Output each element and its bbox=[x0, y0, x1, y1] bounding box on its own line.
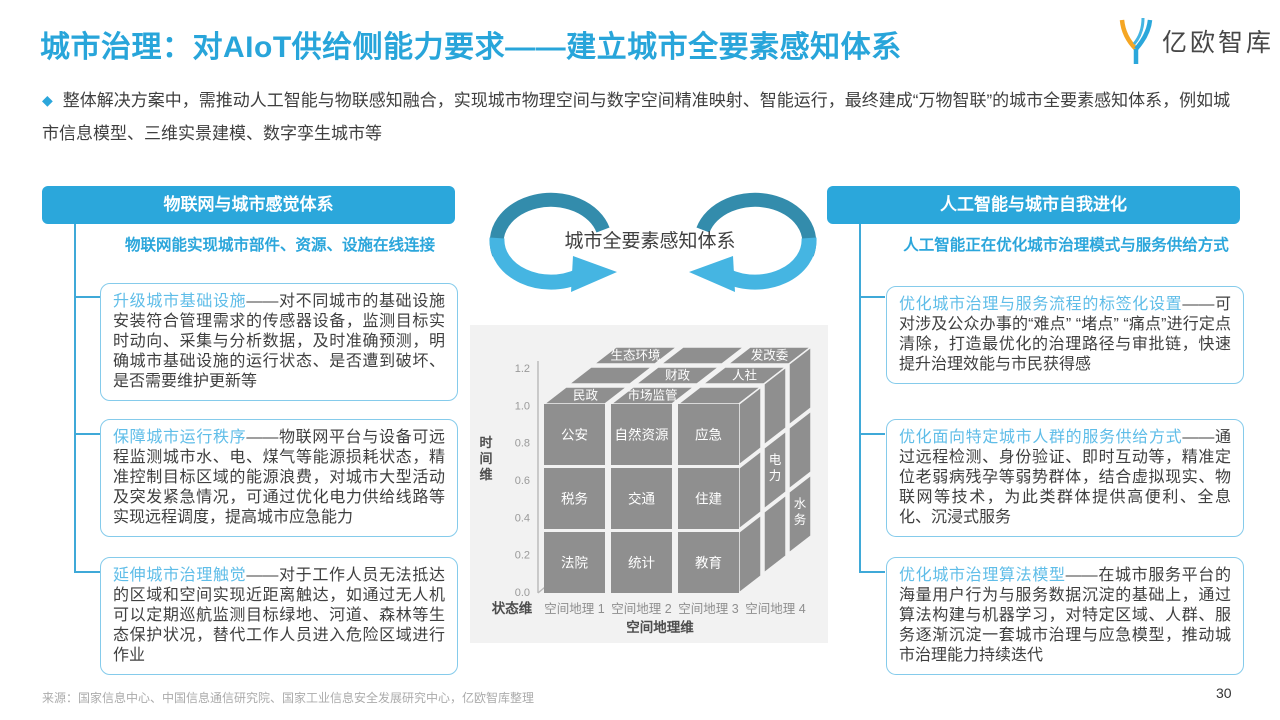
y-axis-title: 间 bbox=[479, 451, 492, 466]
box-body: ——通过远程检测、身份验证、即时互动等，精准定位老弱病残孕等弱势群体，结合虚拟现… bbox=[899, 429, 1231, 526]
logo-text: 亿欧智库 bbox=[1162, 29, 1275, 57]
cube-front-label: 法院 bbox=[561, 556, 589, 571]
right-connector-line bbox=[859, 224, 861, 573]
logo-icon bbox=[1119, 17, 1153, 64]
y-tick-label: 0.6 bbox=[515, 475, 530, 487]
x-tick-label: 空间地理 1 bbox=[544, 602, 604, 616]
left-box-1: 升级城市基础设施——对不同城市的基础设施安装符合管理需求的传感器设备，监测目标实… bbox=[100, 283, 458, 401]
diamond-bullet-icon: ◆ bbox=[42, 92, 53, 108]
right-connector-branch bbox=[859, 571, 885, 573]
cube-front-face bbox=[544, 404, 605, 465]
left-connector-branch bbox=[74, 571, 100, 573]
right-panel-header: 人工智能与城市自我进化 bbox=[827, 186, 1240, 224]
box-lead: 优化面向特定城市人群的服务供给方式 bbox=[899, 429, 1183, 446]
cube-front-label: 公安 bbox=[561, 428, 588, 443]
right-box-1: 优化城市治理与服务流程的标签化设置——可对涉及公众办事的“难点” “堵点” “痛… bbox=[886, 286, 1244, 384]
y-tick-label: 1.2 bbox=[515, 363, 530, 375]
cube-side-face bbox=[763, 493, 787, 575]
cube-front-label: 住建 bbox=[695, 492, 722, 507]
cube-front-face bbox=[678, 404, 739, 465]
left-panel-subheader: 物联网能实现城市部件、资源、设施在线连接 bbox=[124, 237, 435, 254]
cube-top-label: 人社 bbox=[732, 368, 757, 383]
cube-side-label: 务 bbox=[794, 512, 807, 527]
cube-side-face bbox=[788, 473, 812, 555]
cube-top-label: 发改委 bbox=[751, 348, 789, 363]
box-body: ——对于工作人员无法抵达的区域和空间实现近距离触达，如通过无人机可以定期巡航监测… bbox=[113, 567, 445, 664]
right-panel-subheader: 人工智能正在优化城市治理模式与服务供给方式 bbox=[903, 237, 1229, 254]
box-body: ——物联网平台与设备可远程监测城市水、电、煤气等能源损耗状态，精准控制目标区域的… bbox=[113, 429, 445, 526]
page-title: 城市治理：对AIoT供给侧能力要求——建立城市全要素感知体系 bbox=[40, 31, 902, 64]
cube-front-label: 应急 bbox=[695, 427, 722, 443]
cube-front-label: 自然资源 bbox=[615, 427, 669, 443]
cube-front-face bbox=[611, 532, 672, 593]
loop-arrow-right bbox=[689, 192, 817, 292]
left-connector-line bbox=[74, 224, 76, 573]
box-lead: 升级城市基础设施 bbox=[113, 293, 247, 310]
cube-front-face bbox=[544, 532, 605, 593]
cube-top-face bbox=[633, 366, 722, 385]
y-tick-label: 0.2 bbox=[515, 550, 530, 562]
intro-text: 整体解决方案中，需推动人工智能与物联感知融合，实现城市物理空间与数字空间精准映射… bbox=[42, 91, 1231, 143]
loop-arrows bbox=[489, 192, 817, 292]
cube-top-label: 财政 bbox=[665, 369, 691, 383]
perception-cube-chart: 0.0 0.2 0.4 0.6 0.8 1.0 1.2 时间维空间地理 1 空间地理 2 空间地理… bbox=[470, 325, 828, 643]
box-lead: 优化城市治理与服务流程的标签化设置 bbox=[899, 296, 1183, 313]
left-connector-branch bbox=[74, 296, 100, 298]
x-axis-title: 空间地理维 bbox=[626, 619, 694, 635]
y-tick-label: 0.8 bbox=[515, 438, 530, 450]
box-body: ——对不同城市的基础设施安装符合管理需求的传感器设备，监测目标实时动向、采集与分… bbox=[113, 293, 445, 390]
cube-side-face bbox=[788, 409, 812, 491]
right-connector-branch bbox=[859, 433, 885, 435]
left-panel-header: 物联网与城市感觉体系 bbox=[42, 186, 455, 224]
cube-top-label: 生态环境 bbox=[610, 348, 660, 363]
cube-front-label: 税务 bbox=[561, 492, 588, 507]
box-body: ——可对涉及公众办事的“难点” “堵点” “痛点”进行定点清除，打造最优化的治理… bbox=[899, 296, 1231, 373]
cube-front-face bbox=[678, 532, 739, 593]
box-lead: 保障城市运行秩序 bbox=[113, 429, 247, 446]
cube-front-face bbox=[611, 404, 672, 465]
cube-side-face bbox=[763, 365, 787, 447]
loop-arrow-left bbox=[489, 192, 617, 292]
y-tick-label: 0.0 bbox=[515, 587, 530, 599]
cube-side-face bbox=[788, 345, 812, 427]
cube-side-face bbox=[763, 429, 787, 511]
left-connector-branch bbox=[74, 433, 100, 435]
page-number: 30 bbox=[1216, 685, 1232, 701]
intro-paragraph: ◆整体解决方案中，需推动人工智能与物联感知融合，实现城市物理空间与数字空间精准映… bbox=[42, 84, 1242, 150]
source-note: 来源：国家信息中心、中国信息通信研究院、国家工业信息安全发展研究中心，亿欧智库整… bbox=[42, 691, 535, 705]
z-axis-title: 状态维 bbox=[492, 600, 533, 616]
box-lead: 延伸城市治理触觉 bbox=[113, 567, 247, 584]
x-tick-label: 空间地理 4 bbox=[745, 602, 805, 616]
cube-front-label: 教育 bbox=[695, 556, 722, 571]
left-box-3: 延伸城市治理触觉——对于工作人员无法抵达的区域和空间实现近距离触达，如通过无人机… bbox=[100, 557, 458, 675]
y-tick-label: 1.0 bbox=[515, 400, 530, 412]
logo: 亿欧智库 bbox=[1112, 16, 1274, 66]
right-box-2: 优化面向特定城市人群的服务供给方式——通过远程检测、身份验证、即时互动等，精准定… bbox=[886, 419, 1244, 537]
left-box-2: 保障城市运行秩序——物联网平台与设备可远程监测城市水、电、煤气等能源损耗状态，精… bbox=[100, 419, 458, 537]
cube-side-label: 水 bbox=[794, 497, 807, 511]
cube-top-label: 市场监管 bbox=[627, 388, 677, 403]
y-axis-title: 时 bbox=[479, 435, 492, 450]
x-tick-label: 空间地理 3 bbox=[678, 602, 738, 616]
cube-top-label: 民政 bbox=[573, 389, 599, 403]
cube-top-face bbox=[566, 366, 655, 385]
cube-side-label: 电 bbox=[769, 453, 782, 467]
cube-top-face bbox=[591, 346, 680, 365]
cube-side-label: 力 bbox=[769, 469, 782, 483]
loop-label: 城市全要素感知体系 bbox=[564, 231, 736, 252]
cube-top-face bbox=[658, 346, 747, 365]
box-lead: 优化城市治理算法模型 bbox=[899, 567, 1066, 584]
cube-front-label: 交通 bbox=[628, 491, 656, 507]
right-connector-branch bbox=[859, 296, 885, 298]
cube-front-face bbox=[611, 468, 672, 529]
y-axis-title: 维 bbox=[479, 467, 492, 482]
cube-front-face bbox=[678, 468, 739, 529]
cube-front-label: 统计 bbox=[628, 556, 655, 571]
y-tick-label: 0.4 bbox=[515, 512, 530, 524]
x-tick-label: 空间地理 2 bbox=[611, 602, 671, 616]
right-box-3: 优化城市治理算法模型——在城市服务平台的海量用户行为与服务数据沉淀的基础上，通过… bbox=[886, 557, 1244, 675]
box-body: ——在城市服务平台的海量用户行为与服务数据沉淀的基础上，通过算法构建与机器学习，… bbox=[899, 567, 1231, 664]
cube-front-face bbox=[544, 468, 605, 529]
